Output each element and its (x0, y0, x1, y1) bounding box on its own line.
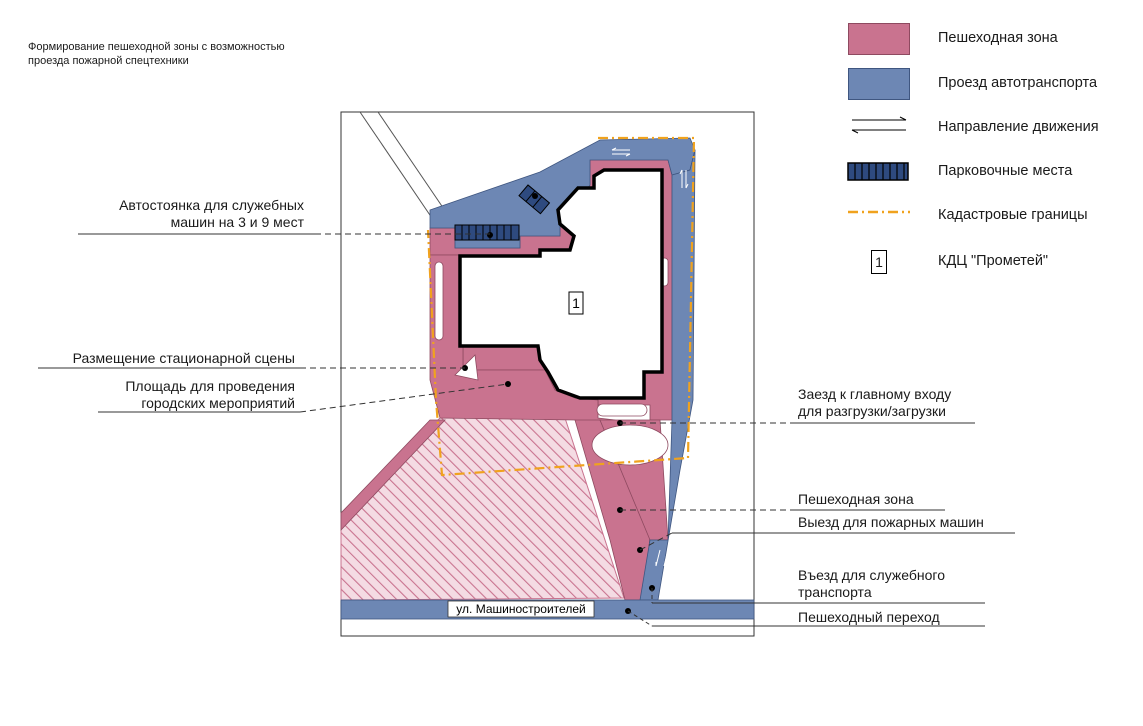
callout-parking-line2: машин на 3 и 9 мест (170, 214, 304, 230)
callout-parking-line1: Автостоянка для служебных (119, 197, 304, 213)
cadastral-boundary (426, 136, 696, 477)
legend-vehicle-label: Проезд автотранспорта (938, 75, 1098, 91)
callout-main-entry-line1: Заезд к главному входу (798, 386, 952, 402)
legend-building-marker: 1 (871, 250, 887, 274)
title-line-1: Формирование пешеходной зоны с возможнос… (28, 41, 285, 53)
leader-lines (38, 233, 1015, 627)
callout-square-line1: Площадь для проведения (125, 378, 295, 394)
building-kdc-prometey (458, 168, 664, 400)
callout-fire-exit: Выезд для пожарных машин (798, 514, 984, 530)
legend-direction-label: Направление движения (938, 119, 1099, 135)
callout-parking: Автостоянка для служебных машин на 3 и 9… (119, 197, 304, 231)
callout-service-entry-line1: Въезд для служебного (798, 567, 945, 583)
legend-pedestrian-swatch (848, 23, 910, 55)
legend-building-label: КДЦ "Прометей" (938, 253, 1049, 269)
legend-direction-arrows-icon (851, 116, 907, 134)
parking-spaces (454, 184, 551, 241)
building-number-box (568, 291, 584, 315)
access-lane (359, 111, 451, 225)
direction-arrows (611, 147, 689, 567)
legend-cadastral-icon (848, 210, 910, 214)
callout-crossing: Пешеходный переход (798, 609, 940, 625)
legend-pedestrian-label: Пешеходная зона (938, 30, 1058, 46)
street-name-label: ул. Машиностроителей (456, 602, 585, 616)
callout-square-line2: городских мероприятий (141, 395, 295, 411)
legend-parking-icon (847, 162, 909, 181)
legend-parking-label: Парковочные места (938, 163, 1073, 179)
callout-main-entry: Заезд к главному входу для разгрузки/заг… (798, 386, 951, 420)
title-line-2: проезда пожарной спецтехники (28, 55, 189, 67)
page-title: Формирование пешеходной зоны с возможнос… (28, 40, 348, 68)
legend-vehicle-swatch (848, 68, 910, 100)
callout-service-entry-line2: транспорта (798, 584, 872, 600)
callout-stage: Размещение стационарной сцены (72, 350, 295, 366)
street-name-box (447, 600, 595, 618)
legend-cadastral-label: Кадастровые границы (938, 207, 1088, 223)
callout-service-entry: Въезд для служебного транспорта (798, 567, 945, 601)
callout-pedestrian: Пешеходная зона (798, 491, 914, 507)
building-number-label: 1 (572, 295, 580, 311)
callout-square: Площадь для проведения городских меропри… (125, 378, 295, 412)
callout-main-entry-line2: для разгрузки/загрузки (798, 403, 946, 419)
